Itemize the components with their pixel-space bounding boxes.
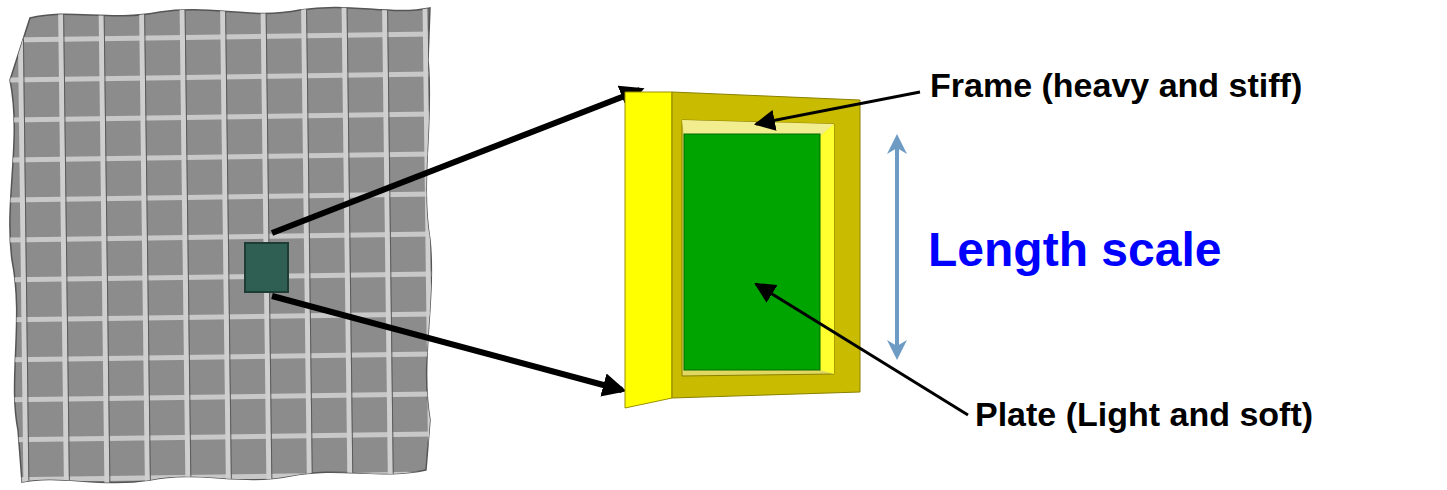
rib: [304, 0, 310, 490]
rib-edge: [307, 0, 313, 490]
plate: [684, 134, 820, 370]
frame-side-face: [625, 92, 672, 408]
frame-front-face: [672, 92, 860, 398]
rib-edge: [428, 0, 434, 490]
rib-edge: [347, 0, 353, 490]
rib: [0, 154, 440, 160]
rib-edge: [64, 0, 70, 490]
rib: [142, 0, 148, 490]
ribbed-panel: [0, 0, 440, 490]
rib-grid: [0, 0, 440, 490]
highlighted-cell: [245, 243, 288, 292]
rib: [344, 0, 350, 490]
rib: [0, 114, 440, 120]
rib: [61, 0, 67, 490]
rib: [101, 0, 107, 490]
frame-opening: [682, 120, 834, 376]
rib-edge: [104, 0, 110, 490]
rib-edge: [388, 0, 394, 490]
zoom-arrow: [272, 90, 640, 233]
rib: [385, 0, 391, 490]
length-arrow: [895, 138, 899, 356]
rib: [425, 0, 431, 490]
rib-edge: [145, 0, 151, 490]
frame-inner-side: [820, 124, 834, 374]
plate-label: Plate (Light and soft): [975, 395, 1313, 434]
rib: [182, 0, 188, 490]
rib: [0, 34, 440, 40]
frame-label: Frame (heavy and stiff): [930, 66, 1302, 105]
scale-label: Length scale: [928, 222, 1221, 277]
rib-edge: [185, 0, 191, 490]
rib: [223, 0, 229, 490]
rib-edge: [226, 0, 232, 490]
zoom-arrow: [272, 296, 622, 390]
rib-edge: [23, 0, 29, 490]
leader-line: [756, 92, 920, 124]
frame-and-plate: [625, 92, 860, 408]
leader-line: [756, 284, 968, 415]
rib: [0, 74, 440, 80]
rib: [20, 0, 26, 490]
